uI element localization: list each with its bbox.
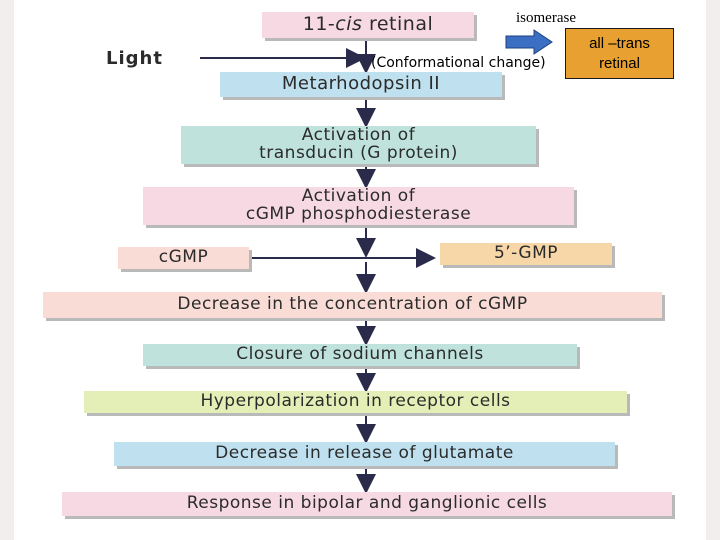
conformational-change-label: (Conformational change): [371, 55, 546, 71]
light-label: Light: [106, 48, 163, 69]
node-closure-sodium: Closure of sodium channels: [143, 344, 577, 366]
node-phosphodiesterase: Activation of cGMP phosphodiesterase: [143, 187, 574, 225]
node-hyperpolarization: Hyperpolarization in receptor cells: [84, 391, 627, 413]
node-decrease-cgmp: Decrease in the concentration of cGMP: [43, 292, 662, 318]
node-cgmp: cGMP: [118, 247, 249, 269]
node-pde-line1: Activation of: [301, 186, 416, 207]
node-11-cis-suffix: retinal: [362, 13, 434, 36]
node-metarhodopsin: Metarhodopsin II: [220, 72, 502, 97]
isomerase-arrow: [505, 29, 553, 55]
all-trans-retinal-box: all –trans retinal: [565, 28, 674, 79]
node-11-cis-prefix: 11-: [302, 13, 336, 36]
node-transducin-line2: transducin (G protein): [259, 143, 458, 163]
node-decrease-glutamate: Decrease in release of glutamate: [114, 442, 615, 466]
node-11-cis-retinal: 11-cis retinal: [262, 12, 474, 38]
node-11-cis-italic: cis: [335, 13, 363, 36]
isomerase-label: isomerase: [516, 10, 576, 26]
node-transducin: Activation of transducin (G protein): [181, 126, 536, 164]
all-trans-line1: all –trans: [589, 35, 650, 52]
all-trans-line2: retinal: [599, 54, 640, 72]
node-5-gmp: 5’-GMP: [440, 243, 612, 265]
node-pde-line2: cGMP phosphodiesterase: [245, 204, 472, 224]
node-response: Response in bipolar and ganglionic cells: [62, 492, 672, 516]
node-transducin-line1: Activation of: [301, 125, 416, 146]
